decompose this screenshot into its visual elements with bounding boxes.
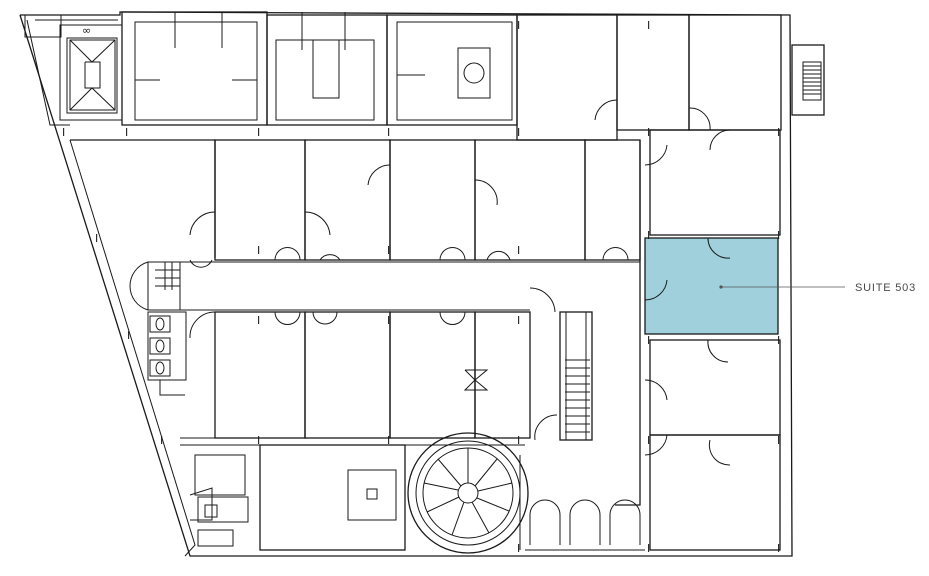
column-marker: I bbox=[777, 542, 780, 555]
column-marker: I bbox=[387, 314, 390, 327]
column-marker: I bbox=[647, 19, 650, 32]
column-marker: I bbox=[517, 434, 520, 447]
column-markers: I I I I I I I I I I I I I I I I I I I I I I I I I I I I I I bbox=[62, 19, 780, 555]
suite-503-label: SUITE 503 bbox=[855, 282, 916, 294]
column-marker: I bbox=[257, 126, 260, 139]
spiral-staircase bbox=[407, 432, 529, 554]
column-marker: I bbox=[777, 434, 780, 447]
stairwell bbox=[534, 311, 593, 441]
column-marker: I bbox=[387, 244, 390, 257]
column-marker: I bbox=[647, 434, 650, 447]
column-marker: I bbox=[777, 334, 780, 347]
restrooms bbox=[147, 311, 187, 396]
building-outline bbox=[19, 11, 793, 557]
column-marker: I bbox=[160, 434, 163, 447]
column-marker: I bbox=[777, 229, 780, 242]
column-marker: I bbox=[517, 244, 520, 257]
column-marker: I bbox=[647, 334, 650, 347]
column-marker: I bbox=[517, 19, 520, 32]
column-marker: I bbox=[125, 126, 128, 139]
lower-offices bbox=[180, 287, 556, 446]
column-marker: I bbox=[517, 126, 520, 139]
svg-text:∞: ∞ bbox=[82, 24, 91, 37]
column-marker: I bbox=[517, 542, 520, 555]
lobby-room bbox=[259, 444, 406, 551]
corridor bbox=[129, 261, 640, 311]
column-marker: I bbox=[95, 232, 98, 245]
column-marker: I bbox=[647, 542, 650, 555]
column-marker: I bbox=[127, 329, 130, 342]
column-marker: I bbox=[647, 126, 650, 139]
suite-503-callout[interactable]: SUITE 503 bbox=[719, 282, 916, 294]
vent-grille bbox=[791, 44, 825, 116]
column-marker: I bbox=[257, 244, 260, 257]
column-marker: I bbox=[62, 126, 65, 139]
mechanical-room bbox=[189, 454, 249, 547]
upper-offices bbox=[70, 139, 641, 268]
column-marker: I bbox=[777, 126, 780, 139]
suite-503-highlight[interactable] bbox=[644, 237, 779, 335]
right-suites bbox=[615, 129, 781, 551]
top-rooms: ∞ bbox=[59, 11, 782, 151]
column-marker: I bbox=[257, 434, 260, 447]
column-marker: I bbox=[647, 229, 650, 242]
column-marker: I bbox=[387, 434, 390, 447]
column-marker: I bbox=[517, 314, 520, 327]
column-marker: I bbox=[387, 126, 390, 139]
column-marker: I bbox=[257, 314, 260, 327]
bottom-alcoves bbox=[519, 455, 645, 551]
